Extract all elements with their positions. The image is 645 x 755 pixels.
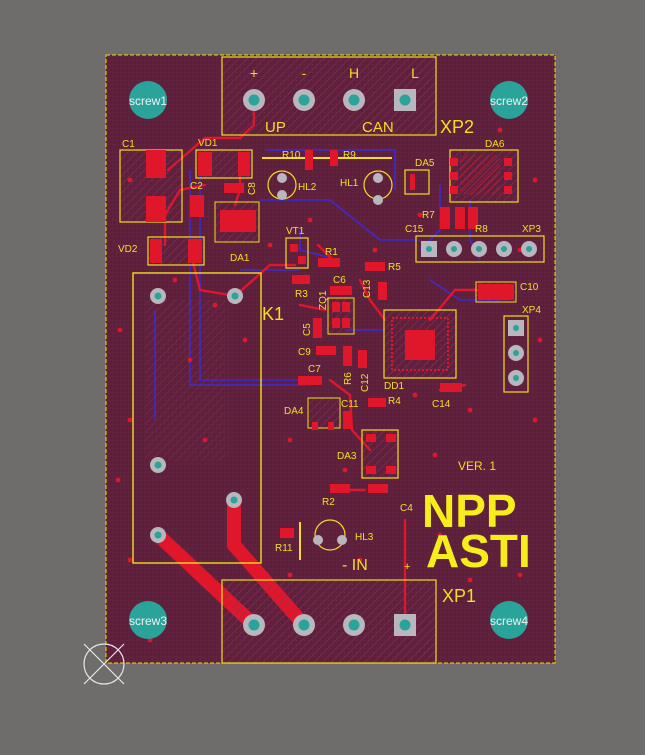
label-r6: R6 [343,372,354,385]
label-vd1: VD1 [198,138,218,149]
label-r5: R5 [388,262,401,273]
label-dd1: DD1 [384,381,404,392]
label-hl3: HL3 [355,532,374,543]
origin-marker-icon [83,643,125,685]
label-c10: C10 [520,282,539,293]
xp2-pin3-label: H [349,65,359,81]
label-c12: C12 [360,373,371,392]
screw1-hole [129,81,167,119]
xp1-in-label: - IN [342,557,368,574]
xp2-can-label: CAN [362,119,394,136]
label-da1: DA1 [230,253,250,264]
xp2-pin1-label: + [250,65,258,81]
label-hl2: HL2 [298,182,317,193]
label-da6: DA6 [485,139,505,150]
label-c14: C14 [432,399,451,410]
xp2-pin2-label: - [302,65,307,81]
screw4-label: screw4 [490,614,528,628]
screw3-label: screw3 [129,614,167,628]
screw2-label: screw2 [490,94,528,108]
xp2-pin4-label: L [411,65,419,81]
label-r7: R7 [422,210,435,221]
middle-components[interactable]: VT1 R1 R3 R5 C6 C13 ZQ1 C5 C9 R6 C12 [285,226,401,392]
label-r10: R10 [282,150,301,161]
label-vt1: VT1 [286,226,305,237]
label-r1: R1 [325,247,338,258]
label-vd2: VD2 [118,244,138,255]
label-c2: C2 [190,181,203,192]
header-xp3[interactable]: XP3 [415,224,545,263]
xp1-plus-label: + [404,561,410,573]
label-da3: DA3 [337,451,357,462]
label-c7: C7 [308,364,321,375]
label-da5: DA5 [415,158,435,169]
screw1-label: screw1 [129,94,167,108]
brand-line1: NPP [422,485,517,537]
xp1-designator: XP1 [442,586,476,606]
screw3-hole [129,601,167,639]
screw2-hole [490,81,528,119]
xp3-designator: XP3 [522,224,541,235]
xp2-up-label: UP [265,119,286,136]
label-da4: DA4 [284,406,304,417]
branding: VER. 1 NPP ASTI [422,459,531,577]
connector-xp2[interactable]: + - H L UP CAN XP2 [221,56,474,137]
label-r3: R3 [295,289,308,300]
brand-line2: ASTI [426,525,531,577]
connector-xp1[interactable]: - IN + XP1 [221,557,476,664]
label-c6: C6 [333,275,346,286]
relay-k1[interactable]: K1 [132,272,284,564]
label-c13: C13 [362,279,373,298]
label-r2: R2 [322,497,335,508]
label-c1: C1 [122,139,135,150]
label-r4: R4 [388,396,401,407]
upper-components[interactable]: R10 R9 HL2 HL1 DA5 DA6 R7 C15 R8 [262,139,519,235]
mounting-holes: screw1 screw2 screw3 screw4 [129,81,528,639]
label-zq1: ZQ1 [318,290,329,310]
label-c5: C5 [302,323,313,336]
label-r9: R9 [343,150,356,161]
label-hl1: HL1 [340,178,359,189]
label-c8: C8 [247,182,258,195]
lower-components[interactable]: C7 DA4 C11 R4 C14 DA3 R2 C4 R11 HL3 [275,364,462,560]
header-xp4[interactable]: C10 XP4 [475,281,541,393]
label-c15: C15 [405,224,424,235]
label-c9: C9 [298,347,311,358]
xp4-designator: XP4 [522,305,541,316]
label-c4: C4 [400,503,413,514]
xp2-designator: XP2 [440,117,474,137]
label-r8: R8 [475,224,488,235]
version-label: VER. 1 [458,459,496,473]
label-c11: C11 [341,399,359,410]
screw4-hole [490,601,528,639]
label-r11: R11 [275,543,293,554]
power-components[interactable]: C1 VD1 C2 C8 DA1 VD2 [118,138,260,266]
relay-designator: K1 [262,304,284,324]
ic-dd1[interactable]: DD1 [383,309,457,392]
